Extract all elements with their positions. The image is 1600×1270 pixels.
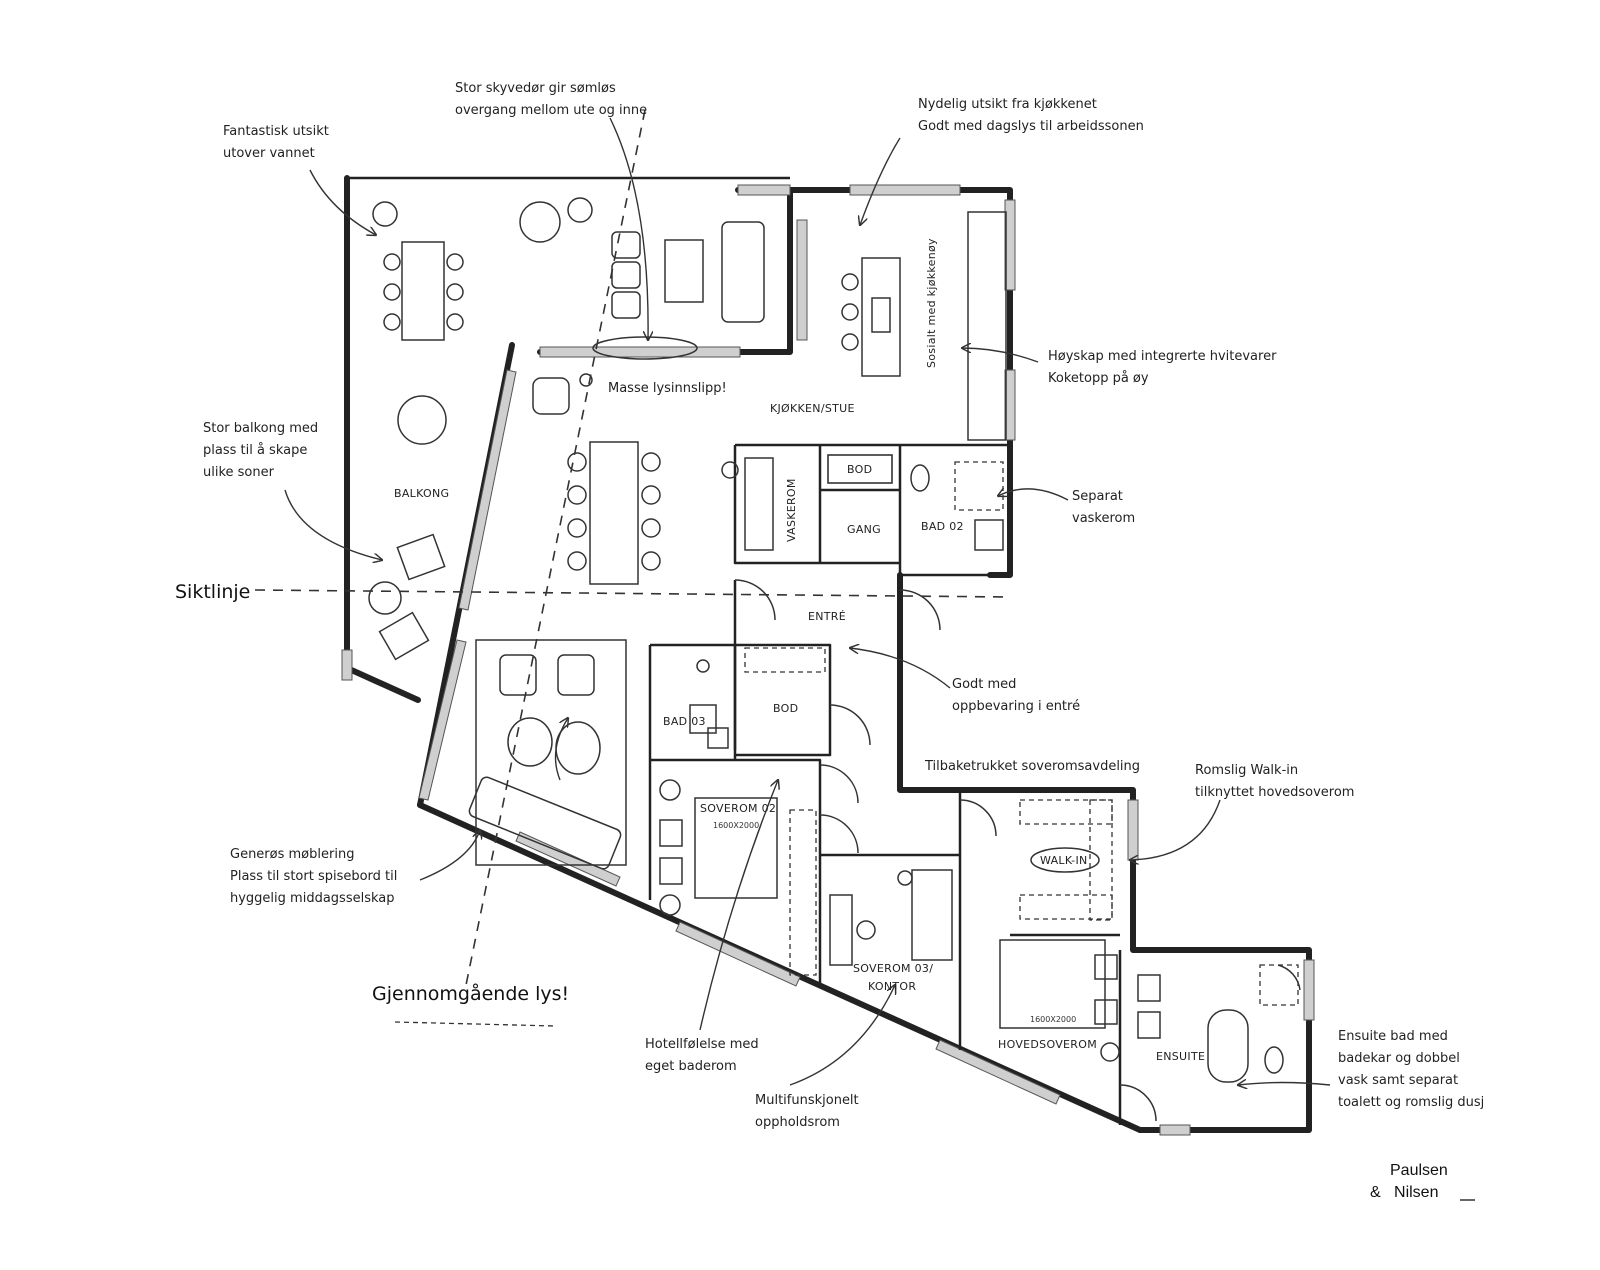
note-nydelig-1: Nydelig utsikt fra kjøkkenet [918, 97, 1097, 112]
note-oppbevaring-2: oppbevaring i entré [952, 699, 1080, 714]
logo: Paulsen & Nilsen [1370, 1162, 1475, 1201]
interior-walls [648, 443, 1122, 1125]
sightline [254, 589, 1011, 598]
room-soverom03-2: KONTOR [868, 980, 916, 993]
note-hotell-1: Hotellfølelse med [645, 1037, 759, 1052]
note-balkong-3: ulike soner [203, 465, 275, 480]
label-gjennomgaende: Gjennomgående lys! [372, 982, 569, 1005]
note-ensuite-1: Ensuite bad med [1338, 1029, 1448, 1044]
note-skyvedor-2: overgang mellom ute og inne [455, 103, 647, 118]
room-gang: GANG [847, 523, 881, 536]
room-bod-1: BOD [847, 463, 872, 476]
note-hotell-2: eget baderom [645, 1059, 737, 1074]
room-bed02-size: 1600X2000 [713, 821, 759, 830]
room-labels: BALKONG KJØKKEN/STUE Sosialt med kjøkken… [394, 238, 1205, 1063]
note-ensuite-2: badekar og dobbel [1338, 1051, 1460, 1066]
note-hoyskap-2: Koketopp på øy [1048, 371, 1149, 386]
furniture [368, 197, 1299, 1083]
note-multi-2: oppholdsrom [755, 1115, 840, 1130]
room-vaskerom: VASKEROM [785, 478, 798, 542]
note-vaskerom-2: vaskerom [1072, 511, 1135, 526]
note-soveromsavdeling: Tilbaketrukket soveromsavdeling [924, 759, 1140, 774]
room-kjokken: KJØKKEN/STUE [770, 402, 855, 415]
room-soverom03-1: SOVEROM 03/ [853, 962, 933, 975]
room-bod-2: BOD [773, 702, 798, 715]
note-fantastisk-1: Fantastisk utsikt [223, 124, 329, 139]
note-moblering-1: Generøs møblering [230, 847, 354, 862]
annotation-notes: Fantastisk utsikt utover vannet Stor sky… [203, 81, 1484, 1130]
note-ensuite-4: toalett og romslig dusj [1338, 1095, 1484, 1110]
note-ensuite-3: vask samt separat [1338, 1073, 1458, 1088]
note-walkin-1: Romslig Walk-in [1195, 763, 1298, 778]
room-bedmain-size: 1600X2000 [1030, 1015, 1076, 1024]
light-line [464, 109, 646, 991]
note-lysinnslipp: Masse lysinnslipp! [608, 381, 727, 396]
note-vaskerom-1: Separat [1072, 489, 1123, 504]
note-nydelig-2: Godt med dagslys til arbeidssonen [918, 119, 1144, 134]
note-skyvedor-1: Stor skyvedør gir sømløs [455, 81, 616, 96]
note-moblering-3: hyggelig middagsselskap [230, 891, 395, 906]
room-entre: ENTRÉ [808, 610, 846, 623]
note-balkong-2: plass til å skape [203, 443, 307, 458]
note-walkin-2: tilknyttet hovedsoverom [1195, 785, 1354, 800]
annotation-arrows [284, 117, 1331, 1085]
room-bad02: BAD 02 [921, 520, 964, 533]
room-bad03: BAD 03 [663, 715, 706, 728]
underline-gjennomgaende [394, 1021, 556, 1027]
room-walkin: WALK-IN [1040, 854, 1088, 867]
note-balkong-1: Stor balkong med [203, 421, 318, 436]
room-kjokkenoy: Sosialt med kjøkkenøy [925, 238, 938, 368]
windows [341, 184, 1315, 1136]
note-hoyskap-1: Høyskap med integrerte hvitevarer [1048, 349, 1277, 364]
note-oppbevaring-1: Godt med [952, 677, 1016, 692]
room-hovedsoverom: HOVEDSOVEROM [998, 1038, 1097, 1051]
room-balkong: BALKONG [394, 487, 449, 500]
note-multi-1: Multifunskjonelt [755, 1093, 859, 1108]
room-soverom02: SOVEROM 02 [700, 802, 776, 815]
note-moblering-2: Plass til stort spisebord til [230, 869, 397, 884]
label-siktlinje: Siktlinje [175, 581, 250, 603]
logo-line-2: & Nilsen [1370, 1184, 1438, 1201]
note-fantastisk-2: utover vannet [223, 146, 315, 161]
logo-line-1: Paulsen [1390, 1162, 1448, 1179]
doors [734, 579, 1301, 1122]
room-ensuite: ENSUITE [1156, 1050, 1205, 1063]
